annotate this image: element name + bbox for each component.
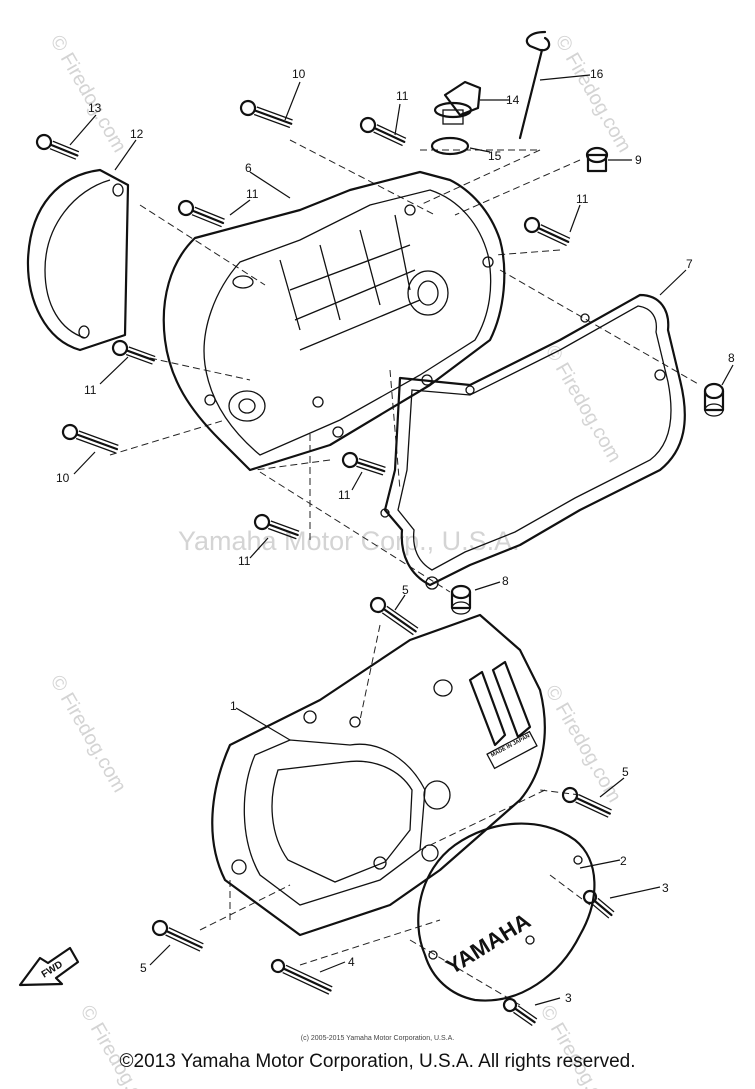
callout-10: 10 bbox=[56, 471, 70, 485]
part-8-dowel-pin bbox=[450, 584, 472, 615]
callout-numbers: 1 2 3 3 4 5 5 5 6 7 8 8 9 10 10 11 11 11… bbox=[56, 67, 735, 1005]
screws bbox=[35, 99, 615, 1027]
callout-8: 8 bbox=[502, 574, 509, 588]
watermark-firedog: © Firedog.com bbox=[551, 32, 636, 157]
part-6-crankcase-cover bbox=[162, 170, 506, 472]
part-12-cover-plate bbox=[26, 168, 130, 352]
callout-13: 13 bbox=[88, 101, 102, 115]
screw-11 bbox=[523, 216, 571, 247]
watermark-yamaha: Yamaha Motor Corp., U.S.A. bbox=[178, 526, 520, 556]
callout-10: 10 bbox=[292, 67, 306, 81]
callout-11: 11 bbox=[396, 89, 409, 103]
callout-11: 11 bbox=[238, 554, 251, 568]
screw-5 bbox=[561, 786, 612, 818]
callout-15: 15 bbox=[488, 149, 502, 163]
screw-10 bbox=[239, 99, 293, 129]
callout-6: 6 bbox=[245, 161, 252, 175]
fwd-arrow-icon: FWD bbox=[18, 946, 80, 987]
screw-11 bbox=[177, 199, 225, 228]
part-16-dipstick bbox=[518, 30, 551, 140]
callout-5: 5 bbox=[622, 765, 629, 779]
callout-14: 14 bbox=[506, 93, 520, 107]
part-marking-fwd: FWD bbox=[40, 959, 65, 980]
assembly-lines bbox=[109, 139, 701, 1006]
screw-11 bbox=[359, 116, 407, 147]
part-2-yamaha-cover: YAMAHA bbox=[417, 822, 596, 1002]
callout-5: 5 bbox=[140, 961, 147, 975]
screw-5 bbox=[369, 596, 419, 636]
callout-2: 2 bbox=[620, 854, 627, 868]
part-9-plug bbox=[585, 146, 609, 173]
callout-16: 16 bbox=[590, 67, 604, 81]
part-8-dowel-pin bbox=[703, 382, 725, 417]
screw-13 bbox=[35, 133, 80, 160]
part-15-o-ring bbox=[430, 136, 470, 156]
screw-11 bbox=[111, 339, 156, 365]
screw-11 bbox=[341, 451, 386, 476]
callout-3: 3 bbox=[565, 991, 572, 1005]
watermark-firedog: © Firedog.com bbox=[536, 1002, 621, 1089]
screw-3 bbox=[582, 889, 615, 919]
watermark-firedog: © Firedog.com bbox=[76, 1002, 161, 1089]
screw-5 bbox=[151, 919, 204, 952]
callout-3: 3 bbox=[662, 881, 669, 895]
callout-5: 5 bbox=[402, 583, 409, 597]
callout-1: 1 bbox=[230, 699, 237, 713]
part-1-outer-cover: MADE IN JAPAN bbox=[211, 613, 546, 937]
callout-11: 11 bbox=[576, 192, 589, 206]
screw-10 bbox=[61, 423, 119, 454]
part-14-filler-cap bbox=[433, 80, 482, 125]
small-credit-text: (c) 2005-2015 Yamaha Motor Corporation, … bbox=[300, 1035, 455, 1042]
callout-7: 7 bbox=[686, 257, 693, 271]
watermark-firedog: © Firedog.com bbox=[46, 32, 131, 157]
screw-11 bbox=[253, 513, 300, 540]
part-7-gasket bbox=[380, 293, 686, 590]
callout-11: 11 bbox=[246, 187, 259, 201]
leader-lines bbox=[69, 74, 734, 1006]
callout-11: 11 bbox=[338, 488, 351, 502]
watermarks: © Firedog.com © Firedog.com © Firedog.co… bbox=[46, 32, 636, 1089]
watermark-firedog: © Firedog.com bbox=[46, 672, 131, 797]
screw-4 bbox=[270, 958, 333, 995]
copyright-notice: ©2013 Yamaha Motor Corporation, U.S.A. A… bbox=[119, 1051, 636, 1072]
callout-11: 11 bbox=[84, 383, 97, 397]
callout-8: 8 bbox=[728, 351, 735, 365]
part-marking-made-in: MADE IN JAPAN bbox=[490, 733, 531, 758]
callout-9: 9 bbox=[635, 153, 642, 167]
part-marking-yamaha-logo: YAMAHA bbox=[441, 908, 535, 979]
callout-4: 4 bbox=[348, 955, 355, 969]
callout-12: 12 bbox=[130, 127, 144, 141]
screw-3 bbox=[502, 997, 538, 1027]
watermark-firedog: © Firedog.com bbox=[541, 342, 626, 467]
